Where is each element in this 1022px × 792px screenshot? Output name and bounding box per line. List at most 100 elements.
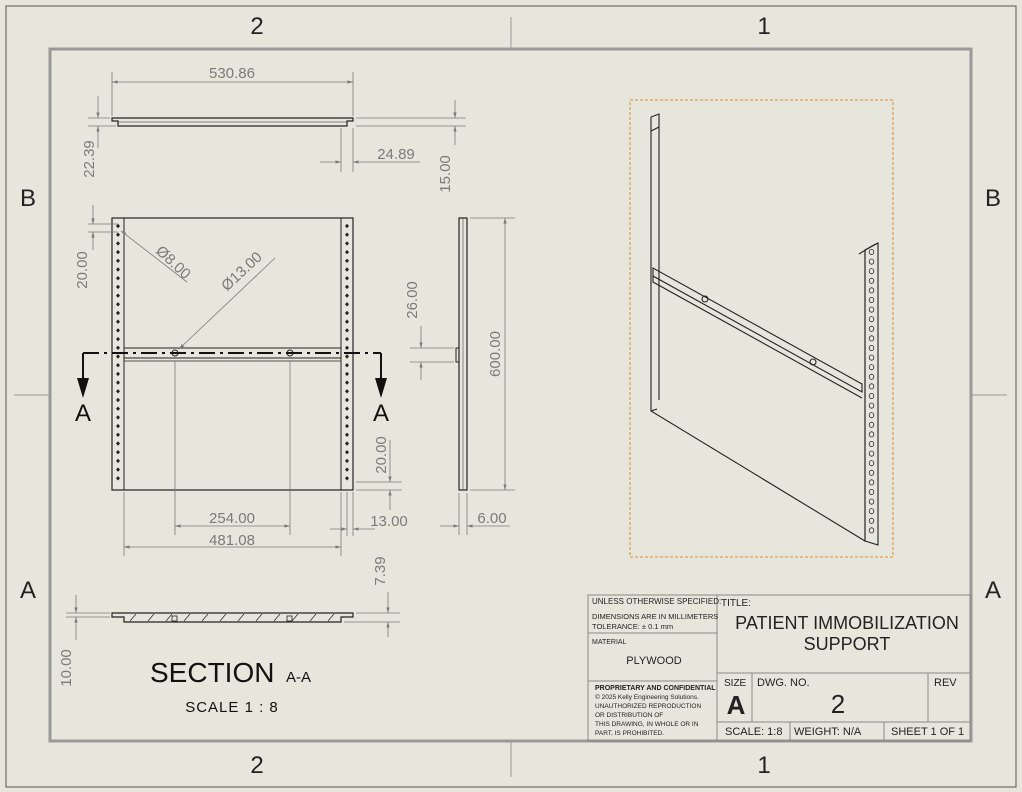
peg-hole: [116, 258, 120, 263]
iso-peg-hole: [868, 440, 875, 447]
iso-peg-hole: [868, 373, 875, 380]
peg-hole: [345, 450, 349, 455]
peg-hole: [116, 450, 120, 455]
iso-peg-hole: [868, 402, 875, 409]
tb-dims-line: DIMENSIONS ARE IN MILLIMETERS: [592, 612, 718, 621]
peg-hole: [116, 476, 120, 481]
iso-peg-hole: [868, 316, 875, 323]
iso-peg-hole: [868, 517, 875, 524]
peg-hole: [345, 380, 349, 385]
peg-hole: [116, 380, 120, 385]
peg-hole: [345, 284, 349, 290]
peg-hole: [345, 223, 349, 229]
peg-hole: [116, 389, 120, 394]
peg-hole: [116, 345, 120, 350]
zone-ticks: [14, 17, 1007, 777]
front-view-dims: [88, 205, 402, 556]
tb-unless: UNLESS OTHERWISE SPECIFIED:: [592, 597, 721, 606]
peg-hole: [345, 397, 349, 403]
section-view-dims: [66, 592, 400, 640]
peg-hole: [116, 293, 120, 298]
iso-peg-hole: [868, 508, 875, 515]
peg-hole: [345, 432, 349, 437]
iso-peg-hole: [868, 488, 875, 495]
tb-title-label: TITLE:: [721, 598, 751, 609]
peg-hole: [345, 371, 349, 377]
peg-hole: [116, 223, 120, 229]
peg-hole: [116, 467, 120, 472]
dim-13-00: 13.00: [370, 513, 408, 530]
dim-600: 600.00: [487, 331, 504, 377]
peg-hole: [116, 310, 120, 316]
peg-holes-right: [345, 223, 349, 481]
section-mark-right: A: [373, 400, 389, 427]
peg-hole: [116, 232, 120, 237]
iso-peg-hole: [868, 412, 875, 419]
peg-hole: [116, 354, 120, 359]
dim-26: 26.00: [404, 281, 421, 319]
iso-peg-hole: [868, 383, 875, 390]
iso-peg-hole: [868, 268, 875, 275]
title-block: [587, 594, 971, 742]
peg-hole: [345, 276, 349, 281]
peg-hole: [116, 415, 120, 420]
iso-peg-hole: [868, 421, 875, 428]
peg-hole: [345, 354, 349, 359]
peg-hole: [116, 249, 120, 255]
iso-peg-hole: [868, 479, 875, 486]
peg-hole: [345, 267, 349, 272]
peg-hole: [345, 241, 349, 246]
peg-hole: [116, 302, 120, 307]
peg-hole: [116, 319, 120, 324]
tb-dwg-no: 2: [831, 689, 845, 719]
peg-hole: [345, 406, 349, 411]
tb-prop-line-1: © 2025 Kelly Engineering Solutions.: [595, 693, 699, 701]
tb-size: A: [727, 690, 746, 720]
section-title: SECTION: [150, 657, 274, 688]
dim-dia-13: Ø13.00: [218, 249, 266, 295]
iso-peg-hole: [868, 277, 875, 284]
zone-top-1: 1: [757, 13, 770, 40]
outer-frame: [5, 5, 1017, 788]
iso-peg-hole: [868, 469, 875, 476]
dim-15-00: 15.00: [437, 155, 454, 193]
top-view: [111, 117, 354, 127]
peg-hole: [116, 363, 120, 368]
section-line-a-a: [77, 352, 387, 398]
peg-hole: [116, 241, 120, 246]
zone-left-a: A: [20, 577, 36, 604]
peg-hole: [345, 336, 349, 342]
iso-peg-hole: [868, 354, 875, 361]
iso-peg-hole: [868, 364, 875, 371]
tb-dwg-label: DWG. NO.: [757, 677, 810, 689]
dim-22-39: 22.39: [81, 140, 98, 178]
dim-24-89: 24.89: [377, 146, 415, 163]
peg-hole: [345, 441, 349, 446]
peg-hole: [116, 371, 120, 377]
peg-hole: [116, 397, 120, 403]
peg-hole: [345, 328, 349, 333]
zone-bottom-1: 1: [757, 752, 770, 779]
peg-hole: [345, 363, 349, 368]
peg-hole: [345, 293, 349, 298]
iso-peg-hole: [868, 392, 875, 399]
zone-top-2: 2: [250, 13, 263, 40]
zone-bottom-2: 2: [250, 752, 263, 779]
dim-530-86: 530.86: [209, 65, 255, 82]
peg-hole: [116, 406, 120, 411]
tb-prop-line-3: OR DISTRIBUTION OF: [595, 712, 663, 719]
peg-hole: [116, 328, 120, 333]
tb-tol-line: TOLERANCE: ± 0.1 mm: [592, 622, 673, 631]
dim-10-00: 10.00: [58, 649, 75, 687]
peg-hole: [116, 423, 120, 429]
iso-peg-hole: [868, 296, 875, 303]
side-view-dims: [410, 217, 515, 535]
peg-holes-left: [116, 223, 120, 481]
top-view-dims: [88, 72, 466, 172]
iso-peg-hole: [868, 450, 875, 457]
peg-hole: [116, 441, 120, 446]
peg-hole: [345, 389, 349, 394]
tb-prop-line-2: UNAUTHORIZED REPRODUCTION: [595, 703, 701, 710]
peg-hole: [116, 336, 120, 342]
zone-right-b: B: [985, 185, 1001, 212]
